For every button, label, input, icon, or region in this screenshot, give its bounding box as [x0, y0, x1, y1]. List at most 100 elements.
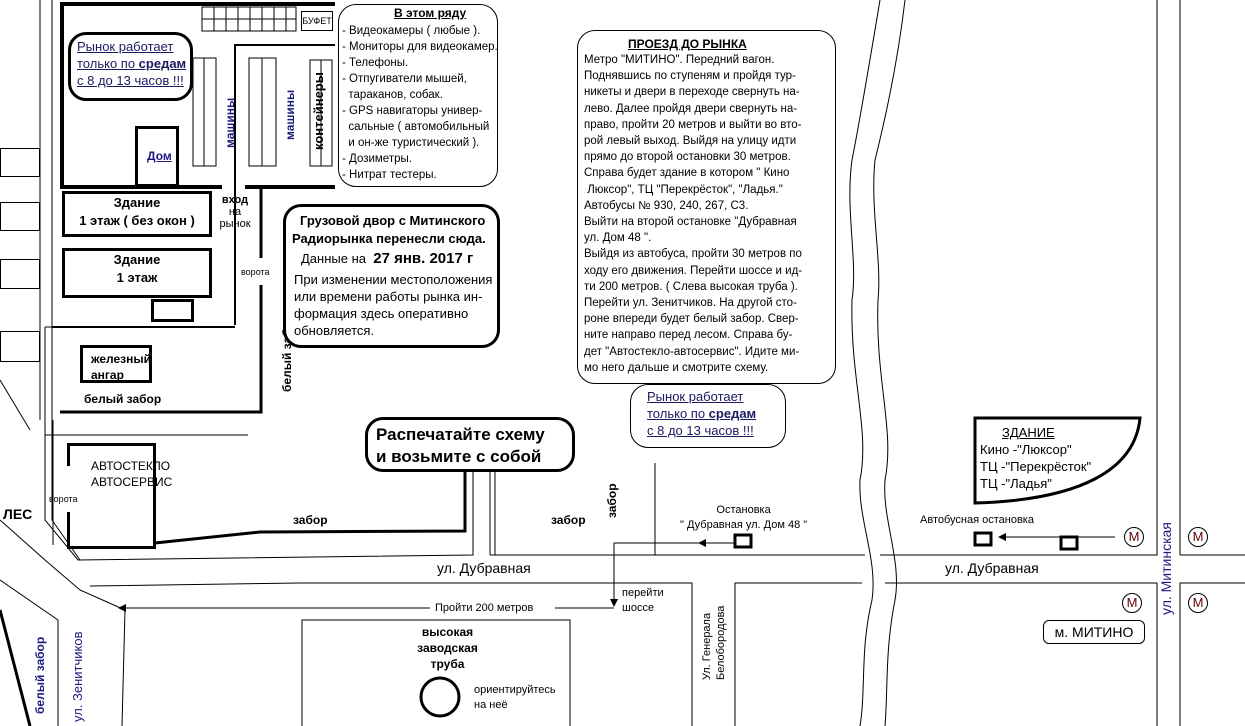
- directions-line: мо него дальше и смотрите схему.: [584, 361, 769, 374]
- cross-word: шоссе: [622, 602, 655, 614]
- white-fence-label: белый забор: [33, 636, 47, 714]
- fence-label: забор: [293, 513, 328, 527]
- building-luxor: ЗДАНИЕ Кино -"Люксор" ТЦ -"Перекрёсток" …: [980, 424, 1091, 492]
- building-floors: 1 этаж: [116, 270, 158, 285]
- house-box: Дом: [135, 126, 179, 187]
- building-one-floor: Здание 1 этаж: [62, 248, 212, 298]
- print-reminder: Распечатайте схему и возьмите с собой: [365, 417, 575, 472]
- hint-word: на неё: [474, 699, 508, 711]
- row-item: - Отпугиватели мышей,: [342, 73, 467, 85]
- hint-word: ориентируйтесь: [474, 684, 556, 696]
- iron-hangar: железный ангар: [80, 345, 152, 383]
- directions-line: прямо до второй остановки 30 метров.: [584, 151, 791, 164]
- notice-text-line: формация здесь оперативно: [294, 306, 469, 321]
- schedule-only: только по: [77, 56, 139, 71]
- schedule-only: только по: [647, 406, 709, 421]
- street-general-beloborodova: Ул. Генерала Белобородова: [700, 606, 728, 680]
- chimney-hint: ориентируйтесь на неё: [474, 683, 556, 713]
- cars-label: машины: [223, 97, 237, 148]
- row-items: - Видеокамеры ( любые ). - Мониторы для …: [342, 23, 498, 183]
- row-item: - Видеокамеры ( любые ).: [342, 25, 481, 37]
- directions-line: рой левый выход. Выйдя на улицу идти: [584, 135, 797, 148]
- building-title: Здание: [113, 252, 161, 267]
- cross-word: перейти: [622, 587, 664, 599]
- street-word: Белобородова: [715, 605, 727, 680]
- schedule-line3: с 8 до 13 часов !!!: [647, 423, 754, 438]
- date-label: Данные на: [301, 251, 366, 266]
- cars-label: машины: [283, 89, 297, 140]
- white-fence-label: белый забор: [84, 392, 162, 406]
- containers-label: контейнеры: [311, 72, 326, 150]
- stop-word: " Дубравная ул. Дом 48 ": [680, 519, 808, 531]
- row-item: и он-же туристический ).: [342, 137, 480, 149]
- building-tenant: ТЦ -"Ладья": [980, 476, 1052, 491]
- street-mitinskaya: ул. Митинская: [1158, 522, 1174, 615]
- directions-line: ходу его движения. Перейти шоссе и ид-: [584, 264, 803, 277]
- row-item: - GPS навигаторы универ-: [342, 105, 483, 117]
- row-item: - Мониторы для видеокамер.: [342, 41, 498, 53]
- directions-line: Справа будет здание в котором " Кино: [584, 167, 790, 180]
- notice-text: При изменении местоположения или времени…: [294, 271, 492, 339]
- directions-line: ул. Дом 48 ".: [584, 232, 652, 245]
- bus-stop-label: Автобусная остановка: [920, 514, 1034, 526]
- directions-line: Перейти ул. Зенитчиков. На другой сто-: [584, 297, 797, 310]
- directions-line: ните направо перед лесом. Справа бу-: [584, 329, 793, 342]
- directions-line: Автобусы № 930, 240, 267, С3.: [584, 199, 749, 212]
- row-item: - Телефоны.: [342, 57, 409, 69]
- street-dubravnaya: ул. Дубравная: [437, 560, 531, 576]
- gate-label: ворота: [241, 267, 270, 277]
- entrance-word: вход: [221, 194, 249, 206]
- schedule-day: средам: [138, 56, 187, 71]
- directions-line: ти 200 метров. ( Слева высокая труба ).: [584, 280, 798, 293]
- building-block: [0, 148, 40, 177]
- schedule-day: средам: [708, 406, 757, 421]
- building-floors: 1 этаж ( без окон ): [79, 213, 195, 228]
- metro-icon: М: [1188, 527, 1208, 547]
- street-dubravnaya: ул. Дубравная: [945, 560, 1039, 576]
- cross-instruction: перейти шоссе: [622, 586, 664, 616]
- notice-text-line: При изменении местоположения: [294, 272, 493, 287]
- date-value: 27 янв. 2017 г: [373, 250, 474, 267]
- directions-line: Люксор", ТЦ "Перекрёсток", "Ладья.": [584, 183, 783, 196]
- print-line: Распечатайте схему: [376, 425, 545, 444]
- directions-line: право, пройти 20 метров и выйти во вто-: [584, 118, 802, 131]
- entrance-word: рынок: [219, 218, 251, 230]
- schedule-line2: только по средам: [77, 54, 186, 74]
- small-building: [151, 299, 194, 322]
- schedule-line1: Рынок работает: [647, 389, 744, 404]
- autoservice-wall: [67, 512, 70, 546]
- autoservice-name: АВТОСТЕКЛО: [91, 459, 171, 473]
- building-title: Здание: [113, 195, 161, 210]
- chimney-word: труба: [430, 657, 465, 671]
- schedule-line2: только по средам: [647, 404, 756, 424]
- house-label: Дом: [147, 149, 172, 163]
- row-item: - Дозиметры.: [342, 153, 412, 165]
- notice-text-line: или времени работы рынка ин-: [294, 289, 483, 304]
- row-products-box: В этом ряду - Видеокамеры ( любые ). - М…: [338, 4, 498, 187]
- notice-box: Грузовой двор с Митинского Радиорынка пе…: [283, 204, 500, 348]
- directions-line: Поднявшись по ступеням и пройдя тур-: [584, 70, 796, 83]
- schedule-box: Рынок работает только по средам с 8 до 1…: [630, 384, 786, 448]
- fence-label: забор: [605, 483, 619, 518]
- autoservice-building: АВТОСТЕКЛО АВТОСЕРВИС: [67, 443, 172, 549]
- chimney-word: высокая: [421, 625, 474, 639]
- row-item: - Нитрат тестеры.: [342, 169, 437, 181]
- stop-word: Остановка: [716, 504, 771, 516]
- metro-mitino-label: м. МИТИНО: [1043, 620, 1145, 644]
- chimney-word: заводская: [417, 641, 478, 655]
- street-word: Ул. Генерала: [701, 612, 713, 680]
- building-tenant: Кино -"Люксор": [980, 442, 1072, 457]
- schedule-line3: с 8 до 13 часов !!!: [77, 73, 184, 88]
- building-block: [0, 259, 40, 289]
- building-title: ЗДАНИЕ: [1002, 425, 1055, 440]
- building-tenant: ТЦ -"Перекрёсток": [980, 459, 1092, 474]
- street-zenitchikov: ул. Зенитчиков: [70, 631, 85, 722]
- forest-label: ЛЕС: [3, 506, 33, 522]
- notice-date-row: Данные на 27 янв. 2017 г: [301, 251, 473, 266]
- building-block: [0, 202, 40, 231]
- row-item: сальные ( автомобильный: [342, 121, 490, 133]
- row-title: В этом ряду: [394, 6, 467, 20]
- directions-box: ПРОЕЗД ДО РЫНКА Метро "МИТИНО". Передний…: [577, 30, 836, 384]
